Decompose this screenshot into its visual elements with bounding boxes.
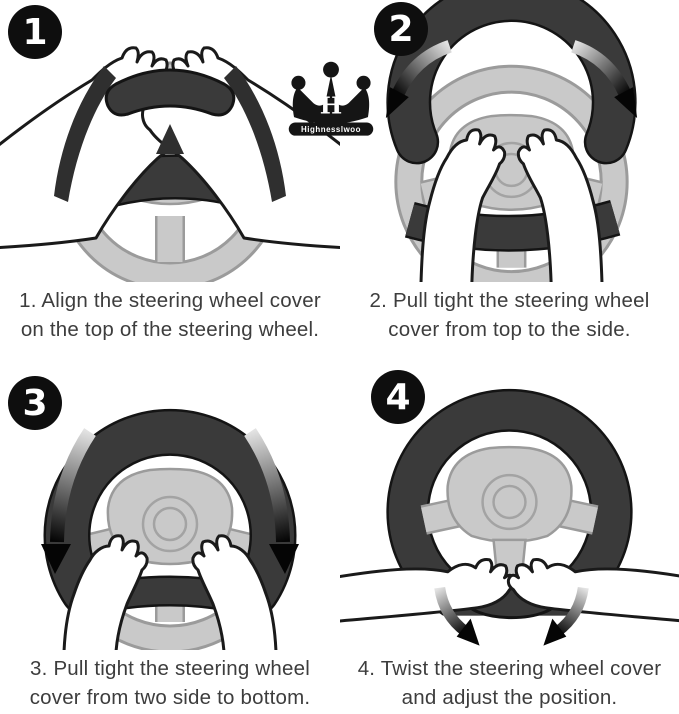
caption-line: 4. Twist the steering wheel cover [357, 657, 662, 680]
up-arrow-icon [156, 124, 184, 154]
step-4-panel: 4 [340, 360, 679, 714]
caption-line: 3. Pull tight the steering wheel [30, 657, 310, 680]
crown-logo-icon: H Highnesslwoo [288, 61, 374, 136]
step-2-caption: 2. Pull tight the steering wheel cover f… [340, 286, 679, 344]
caption-line: 1. Align the steering wheel cover [19, 289, 321, 312]
step-1-illustration [0, 46, 340, 282]
step-1-badge: 1 [8, 5, 62, 59]
cover-edge-right [224, 66, 286, 202]
step-1-panel: 1 [0, 0, 340, 360]
wheel-cover-top-arc [43, 408, 297, 616]
hand-left-icon [340, 558, 517, 623]
brand-name: Highnesslwoo [301, 125, 361, 134]
caption-line: cover from two side to bottom. [29, 686, 311, 709]
cover-edge-left [54, 66, 116, 202]
step-3-illustration [41, 408, 299, 650]
step-3-badge: 3 [8, 376, 62, 430]
hand-left-icon [419, 128, 507, 282]
twist-arrow-right-icon [543, 586, 589, 646]
caption-line: cover from top to the side. [388, 318, 631, 341]
step-3-panel: 3 [0, 360, 340, 714]
arrow-down-right-icon [244, 428, 299, 574]
logo-letter: H [320, 92, 342, 120]
step-2-illustration [385, 0, 638, 282]
step-1-caption: 1. Align the steering wheel cover on the… [0, 286, 340, 344]
wheel-cover-top-piece [104, 68, 236, 117]
step-2-badge: 2 [374, 2, 428, 56]
twist-arrow-left-icon [434, 586, 480, 646]
step-3-caption: 3. Pull tight the steering wheel cover f… [0, 654, 340, 712]
hand-left-icon [62, 534, 149, 650]
brand-logo: H Highnesslwoo [287, 60, 375, 140]
step-4-badge: 4 [371, 370, 425, 424]
step-4-illustration [340, 388, 679, 650]
arrow-down-left-icon [41, 428, 96, 574]
step-2-panel: 2 [340, 0, 679, 360]
step-4-caption: 4. Twist the steering wheel cover and ad… [340, 654, 679, 712]
steering-wheel-icon [420, 445, 599, 601]
caption-line: 2. Pull tight the steering wheel [369, 289, 650, 312]
caption-line: and adjust the position. [401, 686, 618, 709]
arrow-down-left-icon [385, 40, 452, 119]
arrow-down-right-icon [571, 40, 638, 119]
caption-line: on the top of the steering wheel. [20, 318, 320, 341]
